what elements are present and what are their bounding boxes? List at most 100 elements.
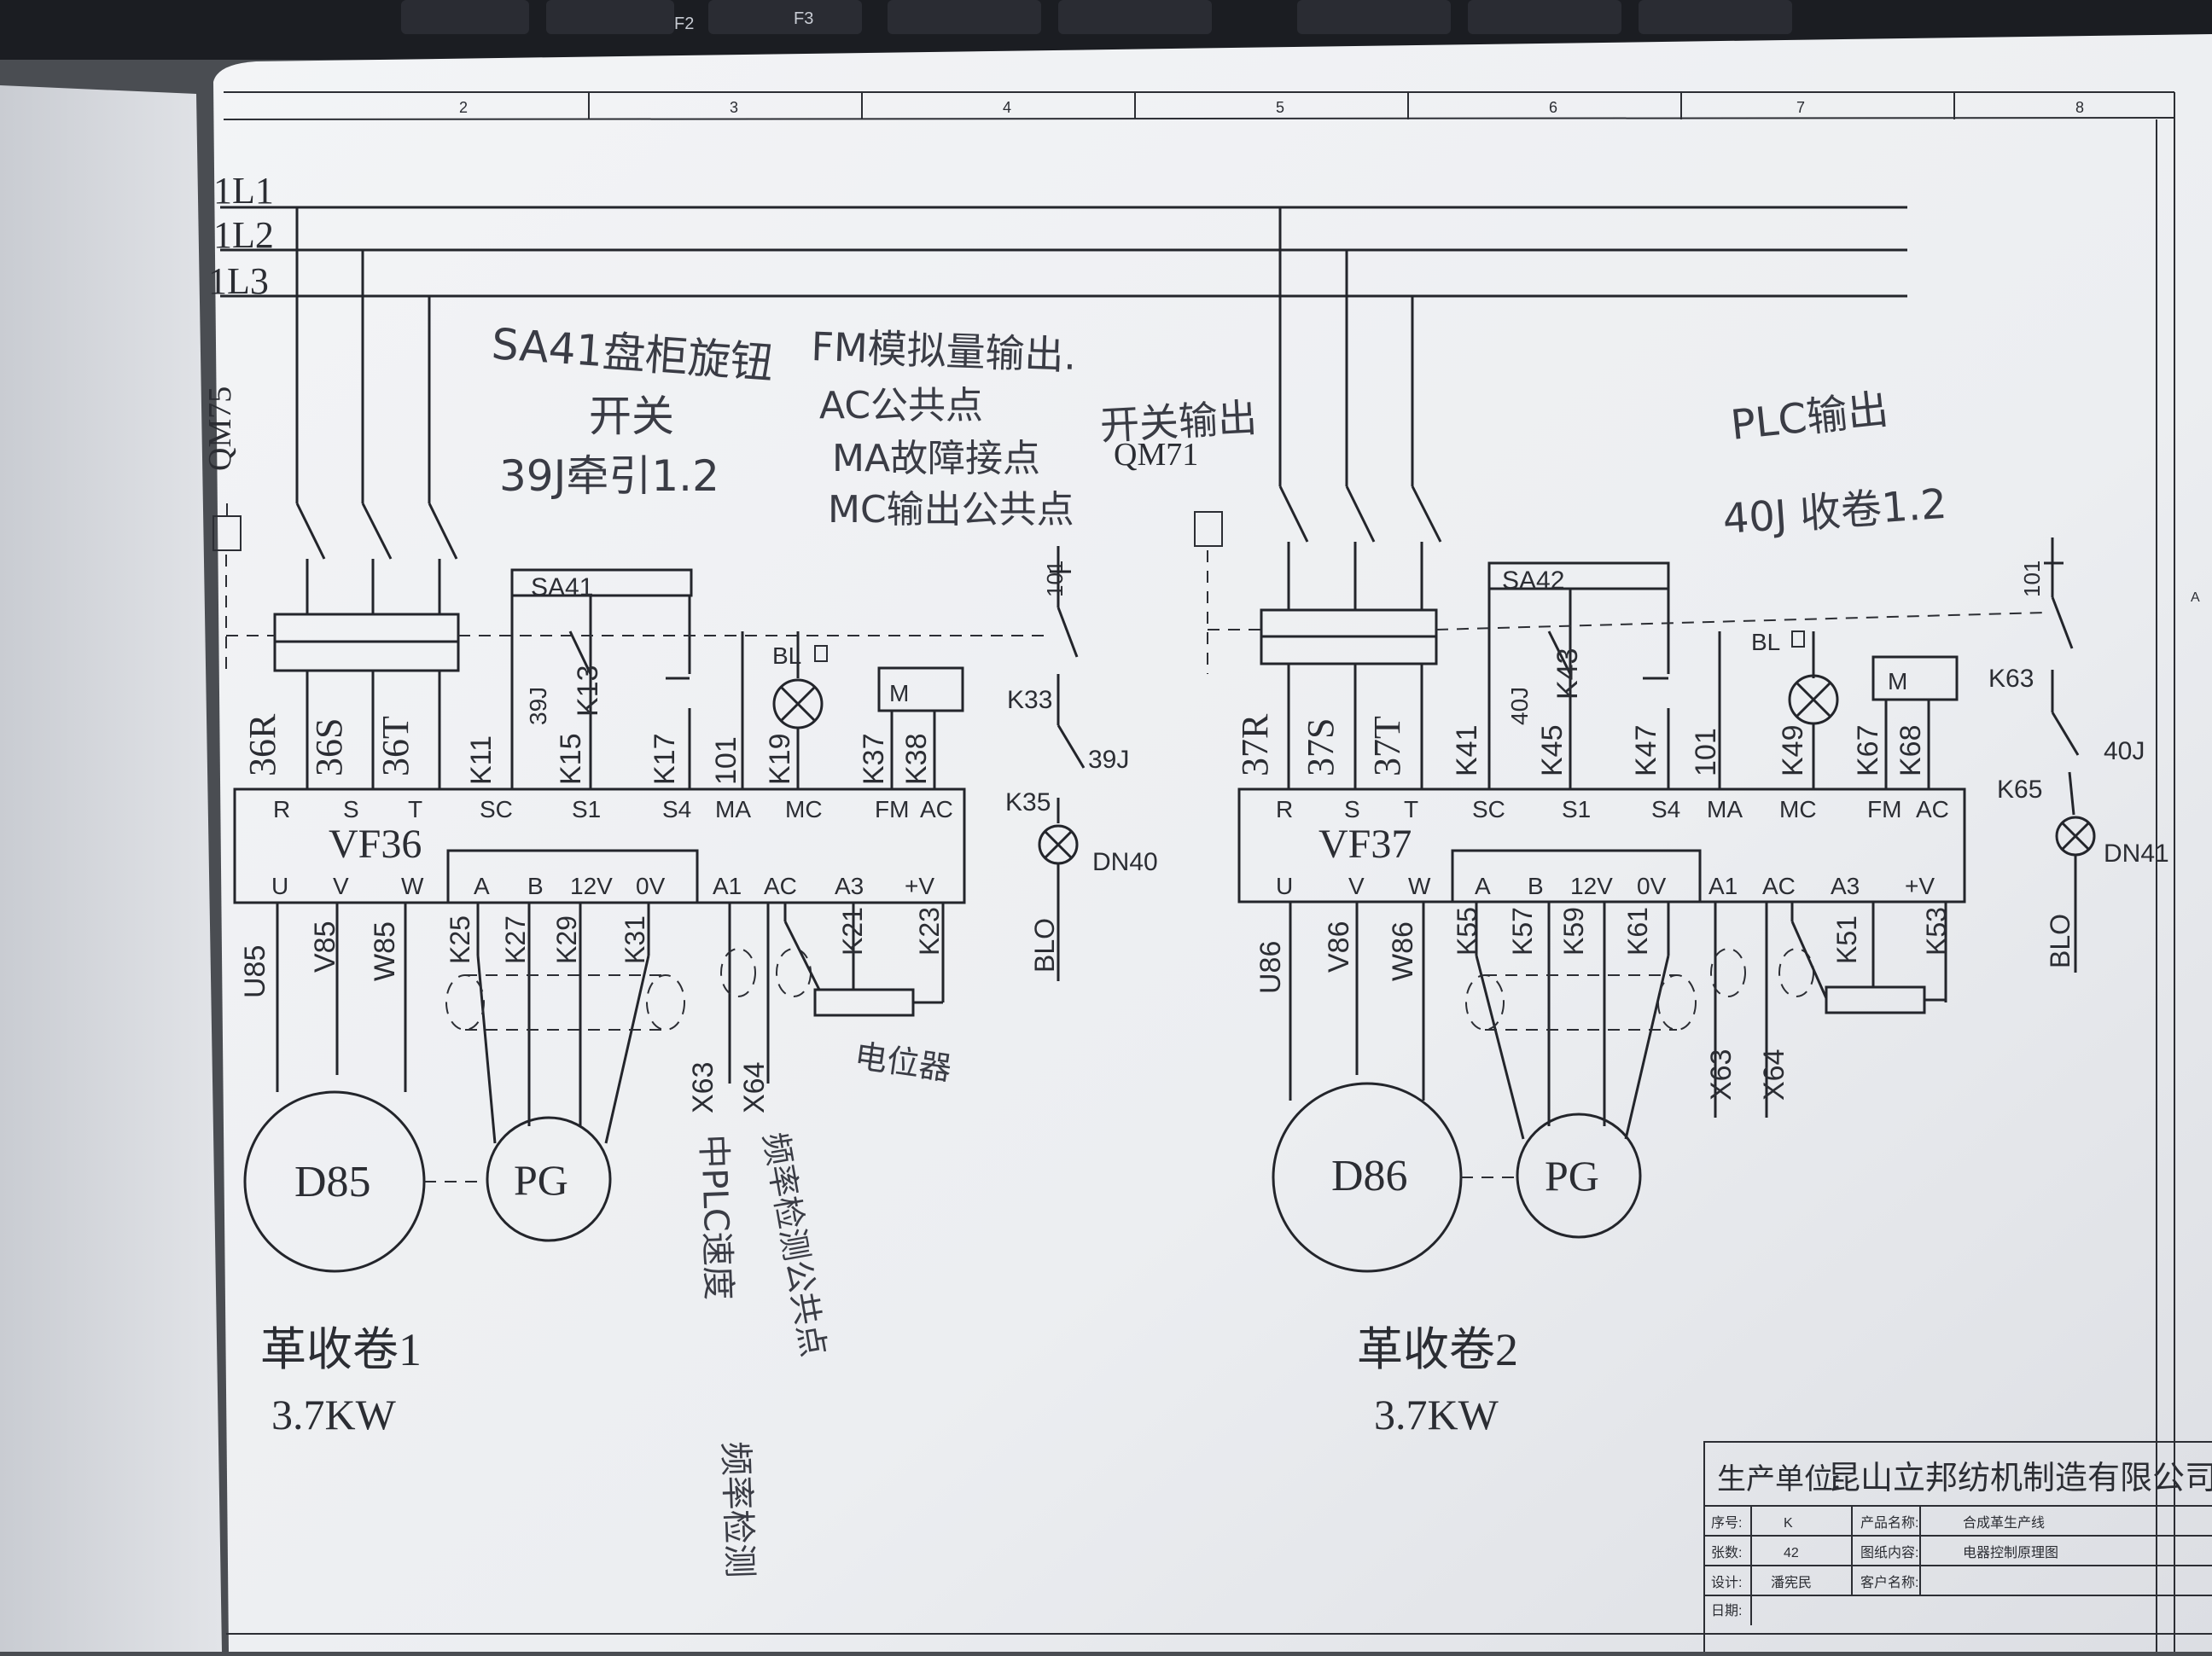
- relay-label: DN41: [2104, 840, 2169, 868]
- note-switch: 开关: [589, 392, 674, 441]
- svg-text:W: W: [401, 873, 424, 899]
- column-number: 5: [1276, 99, 1284, 116]
- svg-text:A1: A1: [1708, 873, 1738, 899]
- svg-text:A3: A3: [835, 873, 864, 899]
- lamp-label-left: BL: [772, 642, 801, 669]
- left-circuit: QM75 36R 36S 36T: [202, 386, 1158, 1438]
- relay-label: 101: [1042, 561, 1068, 597]
- column-number: 6: [1549, 99, 1557, 116]
- breaker-left: [212, 503, 460, 789]
- section-power-right: 3.7KW: [1374, 1391, 1499, 1438]
- svg-text:AC: AC: [920, 796, 953, 822]
- lamp-box-right: [1791, 630, 1805, 648]
- tb-value: K: [1784, 1516, 1793, 1531]
- tb-key: 张数:: [1711, 1545, 1742, 1560]
- output-label: K55: [1452, 907, 1482, 956]
- power-bus: 1L1 1L2 1L3: [208, 170, 1907, 503]
- note-ac: AC公共点: [819, 384, 983, 427]
- section-title-right: 革收卷2: [1357, 1324, 1518, 1375]
- relay-branch-left: [1038, 546, 1086, 981]
- input-label-t: 37T: [1366, 716, 1408, 776]
- svg-text:S4: S4: [662, 796, 691, 822]
- ctrl-label: K68: [1895, 725, 1927, 777]
- encoder-left: [486, 1116, 612, 1242]
- tb-value: 合成革生产线: [1963, 1515, 2045, 1531]
- note-freq: 频率检测: [715, 1441, 760, 1579]
- column-number: 8: [2075, 99, 2084, 116]
- drive-top-terminals-right: R S T SC S1 S4 MA MC FM AC: [1276, 796, 1949, 822]
- note-switch-out: 开关输出: [1099, 394, 1259, 449]
- output-label: K21: [837, 907, 868, 956]
- tb-key: 日期:: [1711, 1603, 1742, 1618]
- key-label: F3: [794, 9, 813, 28]
- svg-text:S1: S1: [1562, 796, 1591, 822]
- plc-line-label: X63: [1705, 1049, 1738, 1101]
- svg-text:SC: SC: [1472, 796, 1505, 822]
- relay-label: K65: [1997, 776, 2042, 804]
- encoder-card-left: [446, 849, 699, 904]
- tb-key: 产品名称:: [1860, 1515, 1918, 1531]
- svg-text:A1: A1: [713, 873, 742, 899]
- ctrl-label: K19: [764, 734, 796, 786]
- svg-text:U: U: [271, 873, 288, 899]
- svg-text:S: S: [1344, 796, 1360, 822]
- svg-text:T: T: [408, 796, 422, 822]
- note-fm: FM模拟量输出.: [811, 323, 1077, 379]
- encoder-right: [1516, 1113, 1642, 1239]
- ctrl-label: K45: [1536, 725, 1569, 777]
- svg-text:R: R: [1276, 796, 1293, 822]
- output-label: W86: [1387, 921, 1419, 981]
- svg-text:S1: S1: [572, 796, 601, 822]
- svg-text:V: V: [333, 873, 349, 899]
- note-mc: MC输出公共点: [828, 488, 1074, 532]
- output-label: K57: [1507, 907, 1538, 956]
- encoder-label-left: PG: [514, 1156, 568, 1204]
- ctrl-label: K41: [1451, 725, 1483, 777]
- tb-key: 序号:: [1711, 1515, 1742, 1531]
- svg-text:FM: FM: [875, 796, 909, 822]
- meter-label-left: M: [889, 680, 909, 706]
- meter-label-right: M: [1888, 668, 1907, 694]
- plc-line-label: X64: [738, 1062, 771, 1114]
- svg-text:SC: SC: [480, 796, 513, 822]
- svg-text:B: B: [527, 873, 544, 899]
- note-ma: MA故障接点: [832, 437, 1040, 480]
- svg-text:0V: 0V: [636, 873, 666, 899]
- ctrl-label: 39J: [525, 687, 551, 725]
- tb-key: 客户名称:: [1860, 1575, 1918, 1590]
- drive-label-left: VF36: [329, 822, 422, 867]
- breaker-label-left: QM75: [202, 386, 238, 471]
- relay-label: DN40: [1092, 848, 1158, 876]
- company-label: 生产单位:: [1717, 1463, 1841, 1496]
- svg-text:AC: AC: [764, 873, 797, 899]
- switch-label-left: SA41: [531, 573, 593, 601]
- lamp-box-left: [814, 645, 828, 662]
- ctrl-label: K17: [649, 734, 681, 786]
- right-circuit: QM71 37R 37S 37T: [1114, 437, 2169, 1438]
- ctrl-label: 101: [1690, 728, 1722, 776]
- svg-text:AC: AC: [1916, 796, 1949, 822]
- frame-edge-letter: A: [2191, 590, 2200, 605]
- column-number: 3: [730, 99, 738, 116]
- bus-label-l3: 1L3: [208, 260, 269, 302]
- svg-text:S4: S4: [1651, 796, 1680, 822]
- ctrl-label: K15: [555, 734, 587, 786]
- plc-line-label: X63: [687, 1062, 719, 1114]
- svg-text:A3: A3: [1831, 873, 1860, 899]
- output-label: K31: [620, 915, 650, 964]
- tb-key: 设计:: [1711, 1575, 1742, 1590]
- left-page: [0, 85, 222, 1652]
- svg-text:T: T: [1404, 796, 1418, 822]
- input-label-r: 36R: [242, 713, 283, 776]
- motor-label-right: D86: [1331, 1152, 1408, 1200]
- bus-label-l1: 1L1: [213, 170, 274, 212]
- output-wiring-right: [1289, 902, 1947, 1140]
- output-label: K29: [551, 915, 582, 964]
- svg-text:+V: +V: [905, 873, 934, 899]
- relay-label: K35: [1005, 788, 1051, 816]
- svg-text:S: S: [343, 796, 359, 822]
- output-label: U86: [1254, 941, 1287, 994]
- output-label: K59: [1558, 907, 1589, 956]
- breaker-right: [1194, 485, 1442, 789]
